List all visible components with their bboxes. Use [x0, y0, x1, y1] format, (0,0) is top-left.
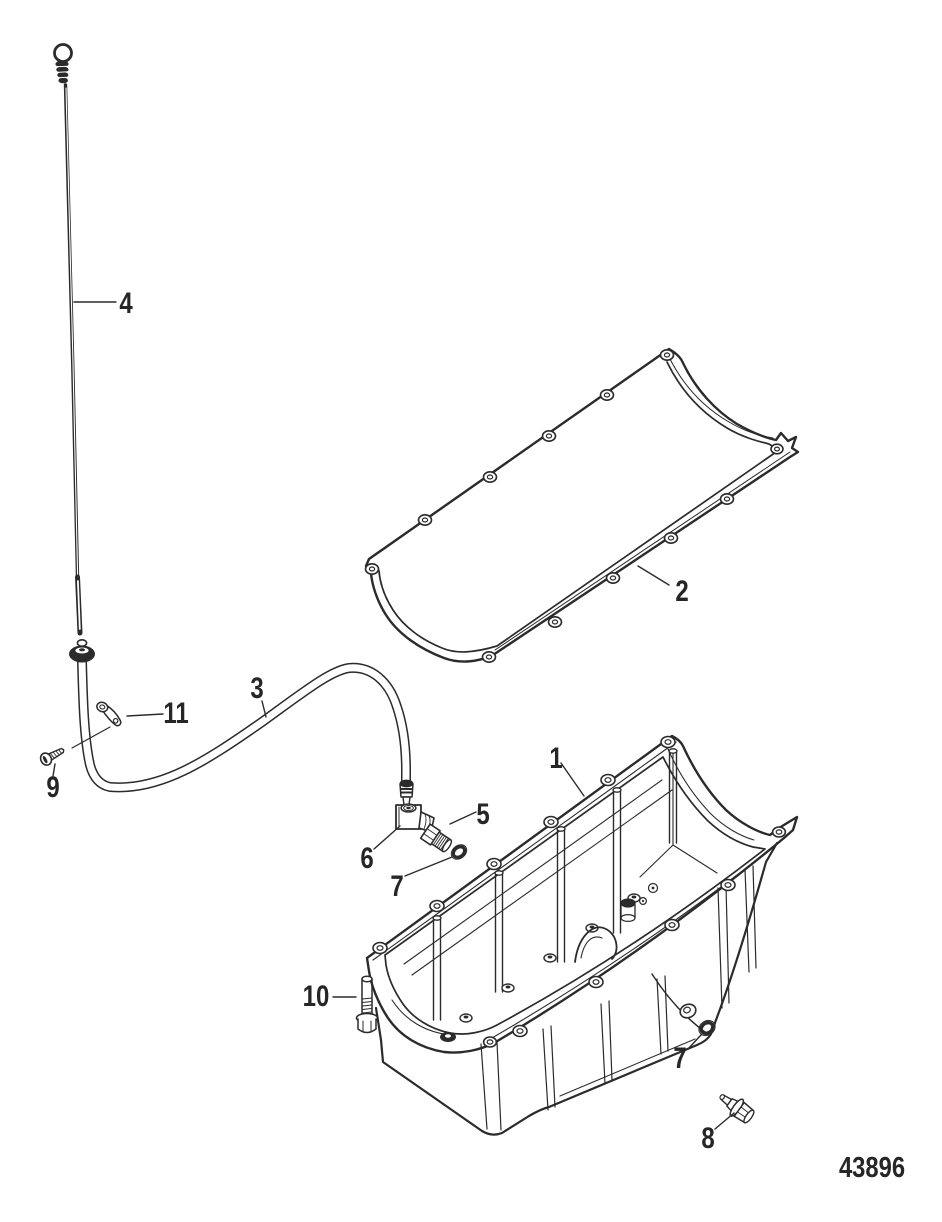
leader-5: [449, 811, 477, 825]
oil-pan: [365, 734, 799, 1136]
oil-pan-gasket: [364, 347, 800, 663]
callout-6: 6: [360, 840, 373, 874]
leader-7-upper: [404, 856, 453, 877]
leader-8: [714, 1112, 735, 1130]
sealing-washer-upper: [450, 844, 468, 860]
screw: [39, 747, 65, 766]
callout-1: 1: [549, 740, 562, 774]
callout-3: 3: [250, 670, 263, 704]
pickup-bracket: [574, 898, 636, 963]
clip-mount-line: [71, 726, 111, 749]
pan-wall-ribs: [480, 865, 757, 1131]
leader-1: [560, 762, 585, 797]
leader-6: [373, 825, 401, 850]
rim-bolt-tabs: [372, 735, 787, 1048]
callout-5: 5: [476, 796, 489, 830]
drain-plug: [719, 1094, 755, 1124]
leader-3: [261, 700, 267, 718]
drain-hole: [679, 1003, 697, 1019]
leader-9: [52, 763, 56, 777]
callout-8: 8: [701, 1120, 714, 1154]
dipstick-ring-handle: [53, 43, 73, 63]
tube-grommet: [69, 638, 95, 663]
oil-pan-body: [374, 841, 779, 1136]
callout-11: 11: [163, 695, 188, 729]
callout-4: 4: [119, 285, 132, 319]
hose-end-ferrule: [399, 779, 414, 806]
callout-7-upper: 7: [390, 868, 403, 902]
callout-10: 10: [303, 978, 330, 1012]
clip: [96, 701, 122, 727]
dipstick: [53, 43, 83, 636]
callout-labels: 1 2 3 4 5 6 7 7 8 9 10 11 43896: [46, 285, 905, 1183]
gasket-bolt-holes: [364, 348, 784, 663]
connector-fitting: [419, 823, 453, 853]
leader-lines: [52, 301, 735, 1130]
pan-interior: [391, 748, 718, 1042]
leader-7-lower: [687, 1034, 702, 1050]
callout-7-lower: 7: [673, 1040, 686, 1074]
callout-9: 9: [46, 769, 59, 803]
dipstick-grip-coils: [55, 60, 69, 84]
leader-2: [637, 565, 670, 586]
leader-11: [126, 713, 164, 717]
bolt: [355, 975, 379, 1034]
sealing-washer-lower: [698, 1019, 716, 1037]
drawing-number: 43896: [839, 1151, 905, 1184]
callout-2: 2: [675, 573, 688, 607]
dipstick-tube-hose: [69, 638, 414, 806]
